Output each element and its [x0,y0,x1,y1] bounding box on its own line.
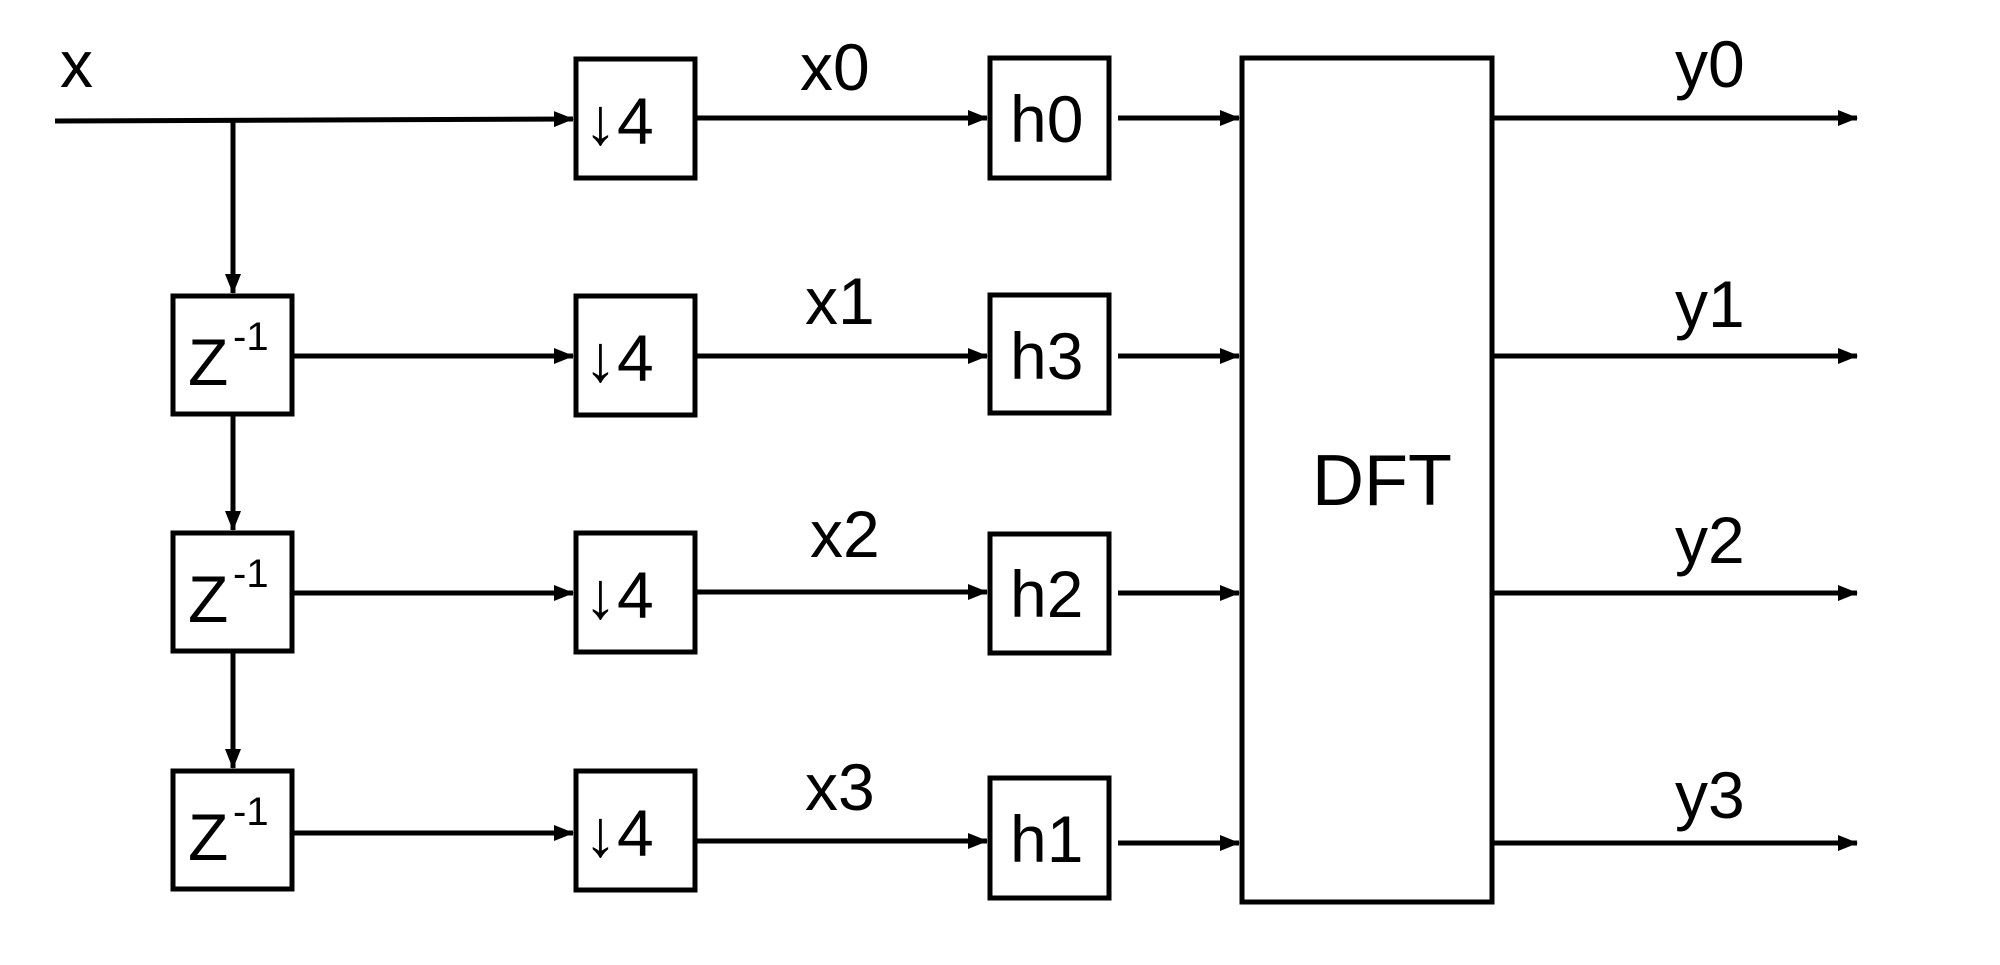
delay-base: Z [188,325,228,399]
downsample-block-3: ↓4 [573,768,698,893]
filter-block-h0: h0 [987,55,1112,181]
filter-block-h1: h1 [987,775,1112,901]
delay-base: Z [188,800,228,874]
downsample-block-1: ↓4 [573,293,698,418]
delay-block-2: Z -1 [170,530,295,654]
delay-base: Z [188,562,228,636]
branch-label-x0: x0 [800,30,870,104]
filter-label: h1 [1010,802,1083,876]
branch-label-x2: x2 [810,497,880,571]
filter-label: h0 [1010,82,1083,156]
input-label: x [60,27,93,101]
filter-label: h3 [1010,319,1083,393]
delay-block-3: Z -1 [170,768,295,892]
downsample-block-2: ↓4 [573,530,698,655]
downsample-block-0: ↓4 [573,56,698,181]
input-line [54,111,574,128]
downsample-label: ↓4 [584,796,654,870]
dft-label: DFT [1312,441,1452,521]
output-label-y2: y2 [1675,503,1745,577]
downsample-label: ↓4 [584,321,654,395]
filter-block-h3: h3 [987,292,1112,416]
delay-exponent: -1 [233,790,269,834]
delay-block-1: Z -1 [170,293,295,417]
dft-block: DFT [1239,55,1495,905]
branch-label-x1: x1 [805,264,875,338]
output-label-y1: y1 [1675,267,1745,341]
downsample-label: ↓4 [584,558,654,632]
filter-block-h2: h2 [987,531,1112,656]
delay-exponent: -1 [233,315,269,359]
filter-label: h2 [1010,557,1083,631]
downsample-label: ↓4 [584,84,654,158]
output-label-y0: y0 [1675,27,1745,101]
delay-exponent: -1 [233,552,269,596]
branch-label-x3: x3 [805,750,875,824]
output-label-y3: y3 [1675,758,1745,832]
